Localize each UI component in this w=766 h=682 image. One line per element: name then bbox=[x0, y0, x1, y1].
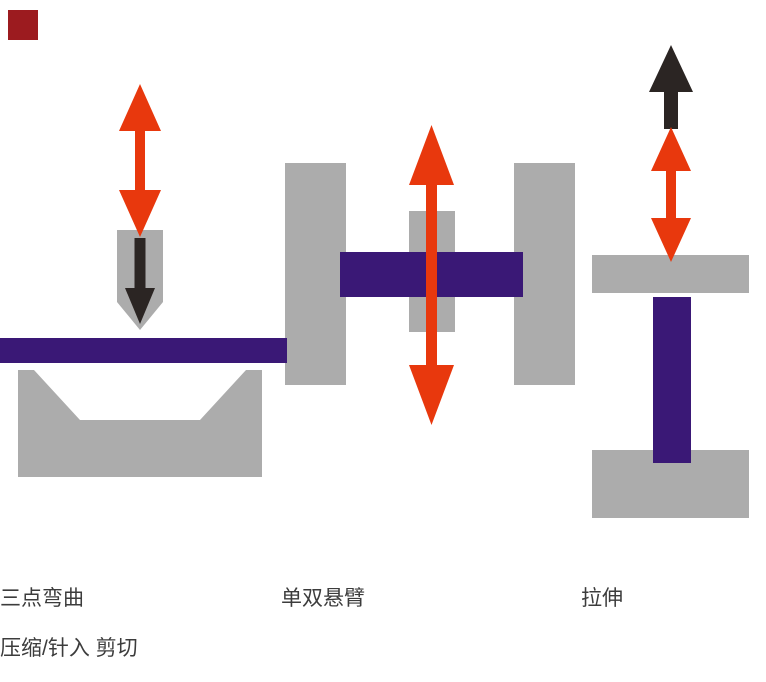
bending-label: 三点弯曲 bbox=[0, 587, 84, 610]
cantilever-right-clamp bbox=[514, 163, 575, 385]
cantilever-label: 单双悬臂 bbox=[281, 587, 365, 610]
tension-label: 拉伸 bbox=[581, 587, 623, 610]
tension-top-clamp bbox=[592, 255, 749, 293]
red-corner-marker bbox=[8, 10, 38, 40]
bending-support bbox=[18, 370, 262, 477]
bending-sample-bar bbox=[0, 338, 287, 363]
tension-static-arrow-icon bbox=[649, 45, 693, 129]
bending-static-arrow-icon bbox=[125, 238, 155, 324]
cantilever-oscillation-arrow-icon bbox=[409, 125, 454, 425]
tension-sample-bar bbox=[653, 297, 691, 463]
compression-shear-label: 压缩/针入 剪切 bbox=[0, 637, 138, 660]
tension-oscillation-arrow-icon bbox=[651, 127, 691, 262]
cantilever-left-clamp bbox=[285, 163, 346, 385]
bending-oscillation-arrow-icon bbox=[119, 84, 161, 237]
